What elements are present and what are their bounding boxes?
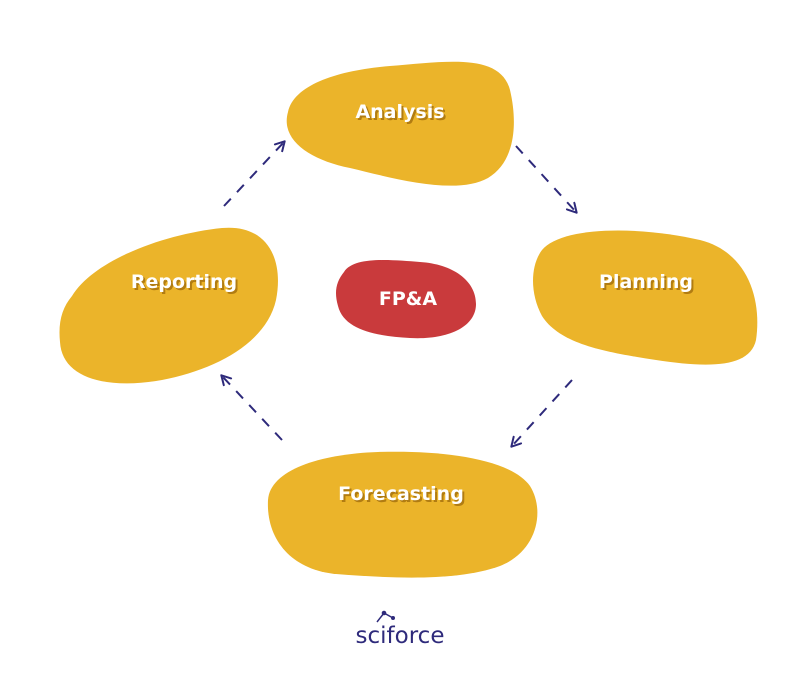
planning-blob [533, 230, 758, 365]
reporting-label: Reporting [131, 271, 237, 293]
analysis-label-shadow: Analysis [357, 103, 446, 125]
reporting-node: Reporting Reporting [59, 227, 278, 384]
forecasting-blob [267, 451, 538, 578]
fpa-center-node: FP&A [336, 260, 476, 339]
fpa-center-label: FP&A [379, 288, 437, 310]
analysis-blob [286, 61, 514, 186]
arrow-forecasting-to-reporting [220, 374, 283, 441]
forecasting-label: Forecasting [338, 483, 464, 505]
reporting-label-shadow: Reporting [133, 273, 239, 295]
planning-label-shadow: Planning [601, 273, 695, 295]
forecasting-label-shadow: Forecasting [340, 485, 466, 507]
arrow-analysis-to-planning [515, 145, 578, 214]
brand-logo-text: sciforce [356, 623, 445, 649]
arrow-planning-to-forecasting [510, 379, 573, 448]
logo-network-icon [376, 610, 395, 623]
analysis-node: Analysis Analysis [286, 61, 514, 186]
arrow-reporting-to-analysis [223, 140, 286, 207]
planning-node: Planning Planning [533, 230, 758, 365]
fpa-center-blob [336, 260, 476, 339]
analysis-label: Analysis [355, 101, 444, 123]
forecasting-node: Forecasting Forecasting [267, 451, 538, 578]
planning-label: Planning [599, 271, 693, 293]
sciforce-logo: sciforce [356, 610, 445, 649]
reporting-blob [59, 227, 278, 384]
